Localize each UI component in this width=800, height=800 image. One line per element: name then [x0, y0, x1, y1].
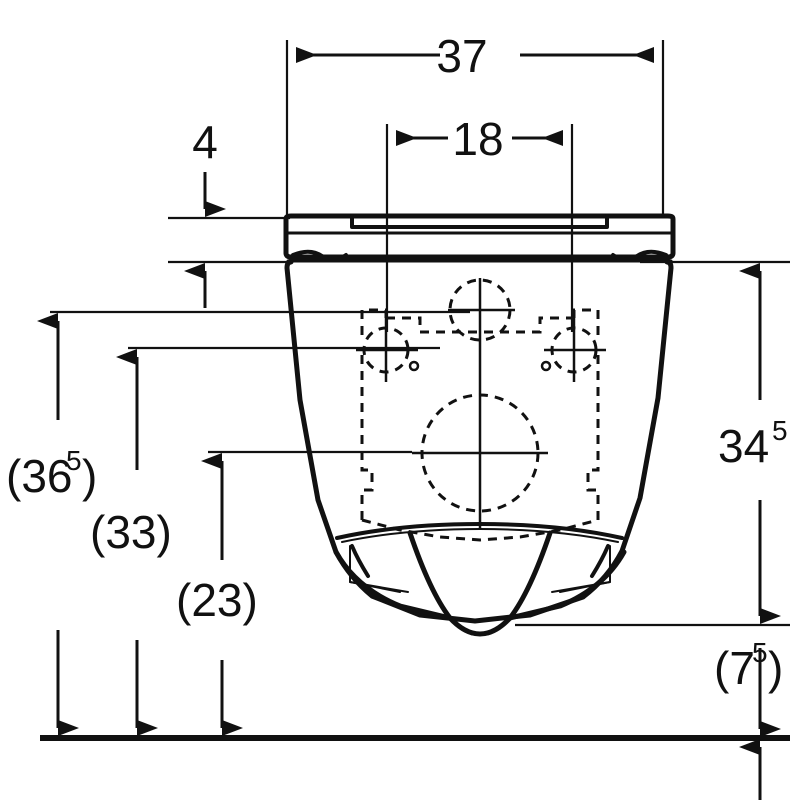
dim-label-33-main: (33 — [90, 506, 156, 558]
dim-label-33-suffix: ) — [156, 506, 171, 558]
dimension-labels-group: 37 18 4 (36 5 ) (33) (23) 34 5 (7 5 ) — [6, 30, 788, 694]
dim-label-33: (33) — [90, 506, 172, 558]
dim-label-7-5-suffix: ) — [768, 642, 783, 694]
dim-label-36-5-sup: 5 — [66, 445, 82, 476]
dim-label-34-5-sup: 5 — [772, 415, 788, 446]
toilet-outline-group — [283, 213, 676, 637]
dim-label-4: 4 — [192, 116, 218, 168]
dim-label-23-main: (23 — [176, 574, 242, 626]
vent-hole-right — [540, 360, 552, 372]
dimension-lines-group — [37, 47, 781, 800]
extension-lines-group — [50, 40, 790, 627]
dim-label-7-5-main: (7 — [714, 642, 755, 694]
hidden-frame-outline — [360, 308, 600, 542]
dim-label-18: 18 — [452, 113, 503, 165]
dim-label-36-5-suffix: ) — [82, 450, 97, 502]
dim-label-7-5-sup: 5 — [752, 637, 768, 668]
vent-hole-left — [408, 360, 420, 372]
dim-label-7-5: (7 5 ) — [714, 637, 783, 694]
toilet-body-outline — [284, 259, 674, 624]
dim-label-36-5: (36 5 ) — [6, 445, 97, 502]
dim-label-36-5-main: (36 — [6, 450, 72, 502]
dim-label-23-suffix: ) — [242, 574, 257, 626]
dim-label-34-5: 34 5 — [718, 415, 788, 472]
toilet-bowl-underside — [333, 522, 627, 637]
toilet-seat-lid — [283, 213, 676, 263]
dim-label-37: 37 — [436, 30, 487, 82]
vent-holes-group — [408, 360, 552, 372]
dim-label-23: (23) — [176, 574, 258, 626]
dim-label-34-5-main: 34 — [718, 420, 769, 472]
